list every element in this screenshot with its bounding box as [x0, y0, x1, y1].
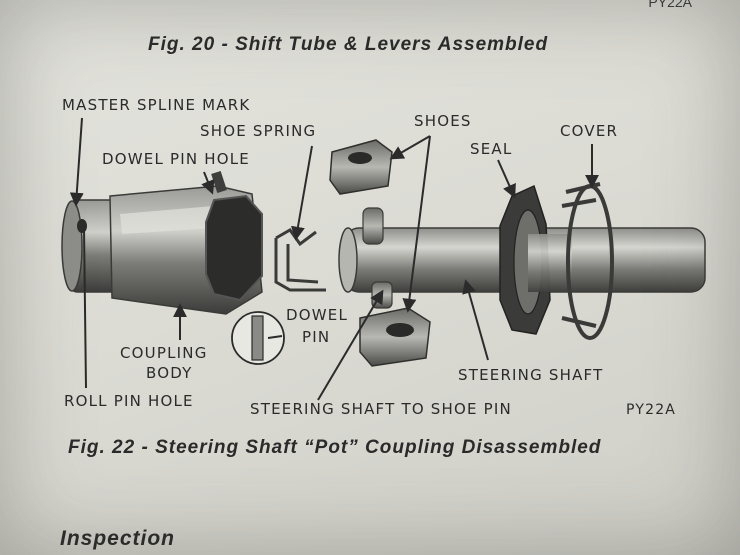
label-pin: PIN: [302, 328, 331, 346]
figure-22-caption: Fig. 22 - Steering Shaft “Pot” Coupling …: [68, 437, 602, 458]
label-figure-code: PY22A: [626, 402, 677, 418]
label-master-spline-mark: MASTER SPLINE MARK: [62, 96, 251, 114]
label-seal: SEAL: [470, 140, 513, 158]
label-dowel: DOWEL: [286, 306, 349, 324]
coupling-body-part: [61, 170, 263, 315]
label-roll-pin-hole: ROLL PIN HOLE: [64, 392, 194, 410]
shoe-upper-part: [329, 139, 393, 195]
shoe-lower-part: [359, 307, 431, 367]
shoe-spring-part: [274, 228, 326, 292]
figure-20-caption: Fig. 20 - Shift Tube & Levers Assembled: [148, 34, 549, 55]
label-dowel-pin-hole: DOWEL PIN HOLE: [102, 150, 250, 168]
label-steering-shaft: STEERING SHAFT: [458, 366, 604, 384]
label-steering-shaft-to-shoe-pin: STEERING SHAFT TO SHOE PIN: [250, 400, 512, 418]
steering-shaft-part: [338, 207, 706, 309]
inspection-heading: Inspection: [60, 527, 176, 550]
label-coupling: COUPLING: [120, 344, 208, 362]
seal-part: [499, 184, 572, 335]
corner-fragment-text: PY22A: [648, 0, 692, 10]
label-shoe-spring: SHOE SPRING: [200, 122, 317, 140]
label-cover: COVER: [560, 122, 619, 140]
label-shoes: SHOES: [414, 112, 472, 130]
leader-lines: [69, 117, 599, 401]
label-body: BODY: [146, 364, 193, 382]
dowel-pin-inset: [231, 311, 285, 365]
